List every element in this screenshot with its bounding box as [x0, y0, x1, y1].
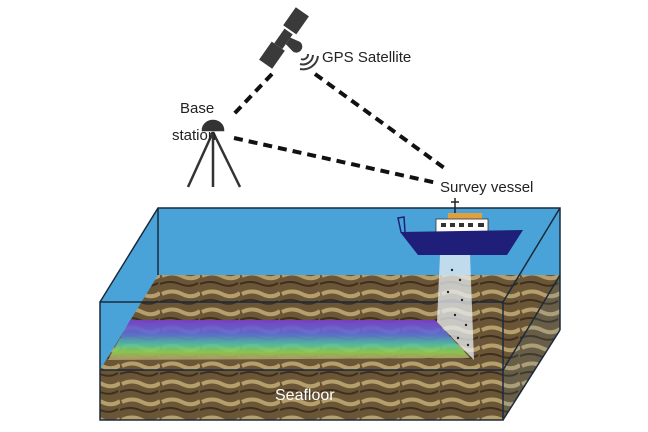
- label-base: Base: [180, 100, 214, 117]
- label-gps-satellite: GPS Satellite: [322, 49, 411, 66]
- sediment-front: [100, 370, 503, 420]
- sonar-beam: [437, 255, 474, 360]
- bathymetry-swath: [108, 320, 470, 360]
- label-seafloor: Seafloor: [275, 387, 335, 404]
- label-station: station: [172, 127, 216, 144]
- sonar-pings: [446, 268, 470, 347]
- signal-waves-icon: [299, 53, 319, 71]
- satellite-icon: [259, 7, 309, 69]
- gps-links: [232, 72, 449, 185]
- survey-vessel-ship: [397, 198, 523, 255]
- label-survey-vessel: Survey vessel: [440, 179, 533, 196]
- base-station-tripod-icon: [186, 119, 242, 188]
